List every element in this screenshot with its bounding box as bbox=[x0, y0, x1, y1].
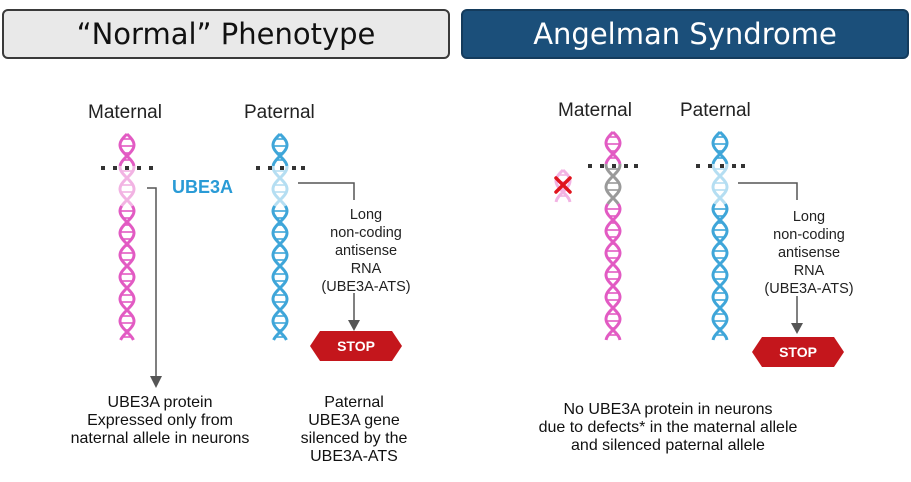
rna-note-right: Long non-coding antisense RNA (UBE3A-ATS… bbox=[764, 209, 854, 297]
maternal-label-right: Maternal bbox=[558, 100, 632, 121]
header-angelman-syndrome: Angelman Syndrome bbox=[461, 9, 909, 59]
dotted-markers bbox=[101, 164, 745, 170]
rna-note-left: Long non-coding antisense RNA (UBE3A-ATS… bbox=[321, 207, 411, 295]
stop-sign-right: STOP bbox=[752, 337, 844, 367]
paternal-label-left: Paternal bbox=[244, 102, 315, 123]
paternal-caption-left: Paternal UBE3A gene silenced by the UBE3… bbox=[300, 394, 408, 465]
caption-right: No UBE3A protein in neurons due to defec… bbox=[538, 401, 798, 454]
dna-paternal-right bbox=[711, 130, 729, 341]
defect-x-icon bbox=[554, 176, 572, 194]
dna-maternal-right bbox=[604, 130, 622, 341]
dna-paternal-left bbox=[271, 132, 289, 341]
paternal-label-right: Paternal bbox=[680, 100, 751, 121]
connector-lines bbox=[147, 182, 803, 388]
gene-label-ube3a: UBE3A bbox=[172, 177, 234, 197]
header-normal-phenotype: “Normal” Phenotype bbox=[2, 9, 450, 59]
maternal-label-left: Maternal bbox=[88, 102, 162, 123]
maternal-caption-left: UBE3A protein Expressed only from natern… bbox=[70, 394, 250, 447]
dna-maternal-left bbox=[118, 132, 136, 341]
stop-sign-left: STOP bbox=[310, 331, 402, 361]
